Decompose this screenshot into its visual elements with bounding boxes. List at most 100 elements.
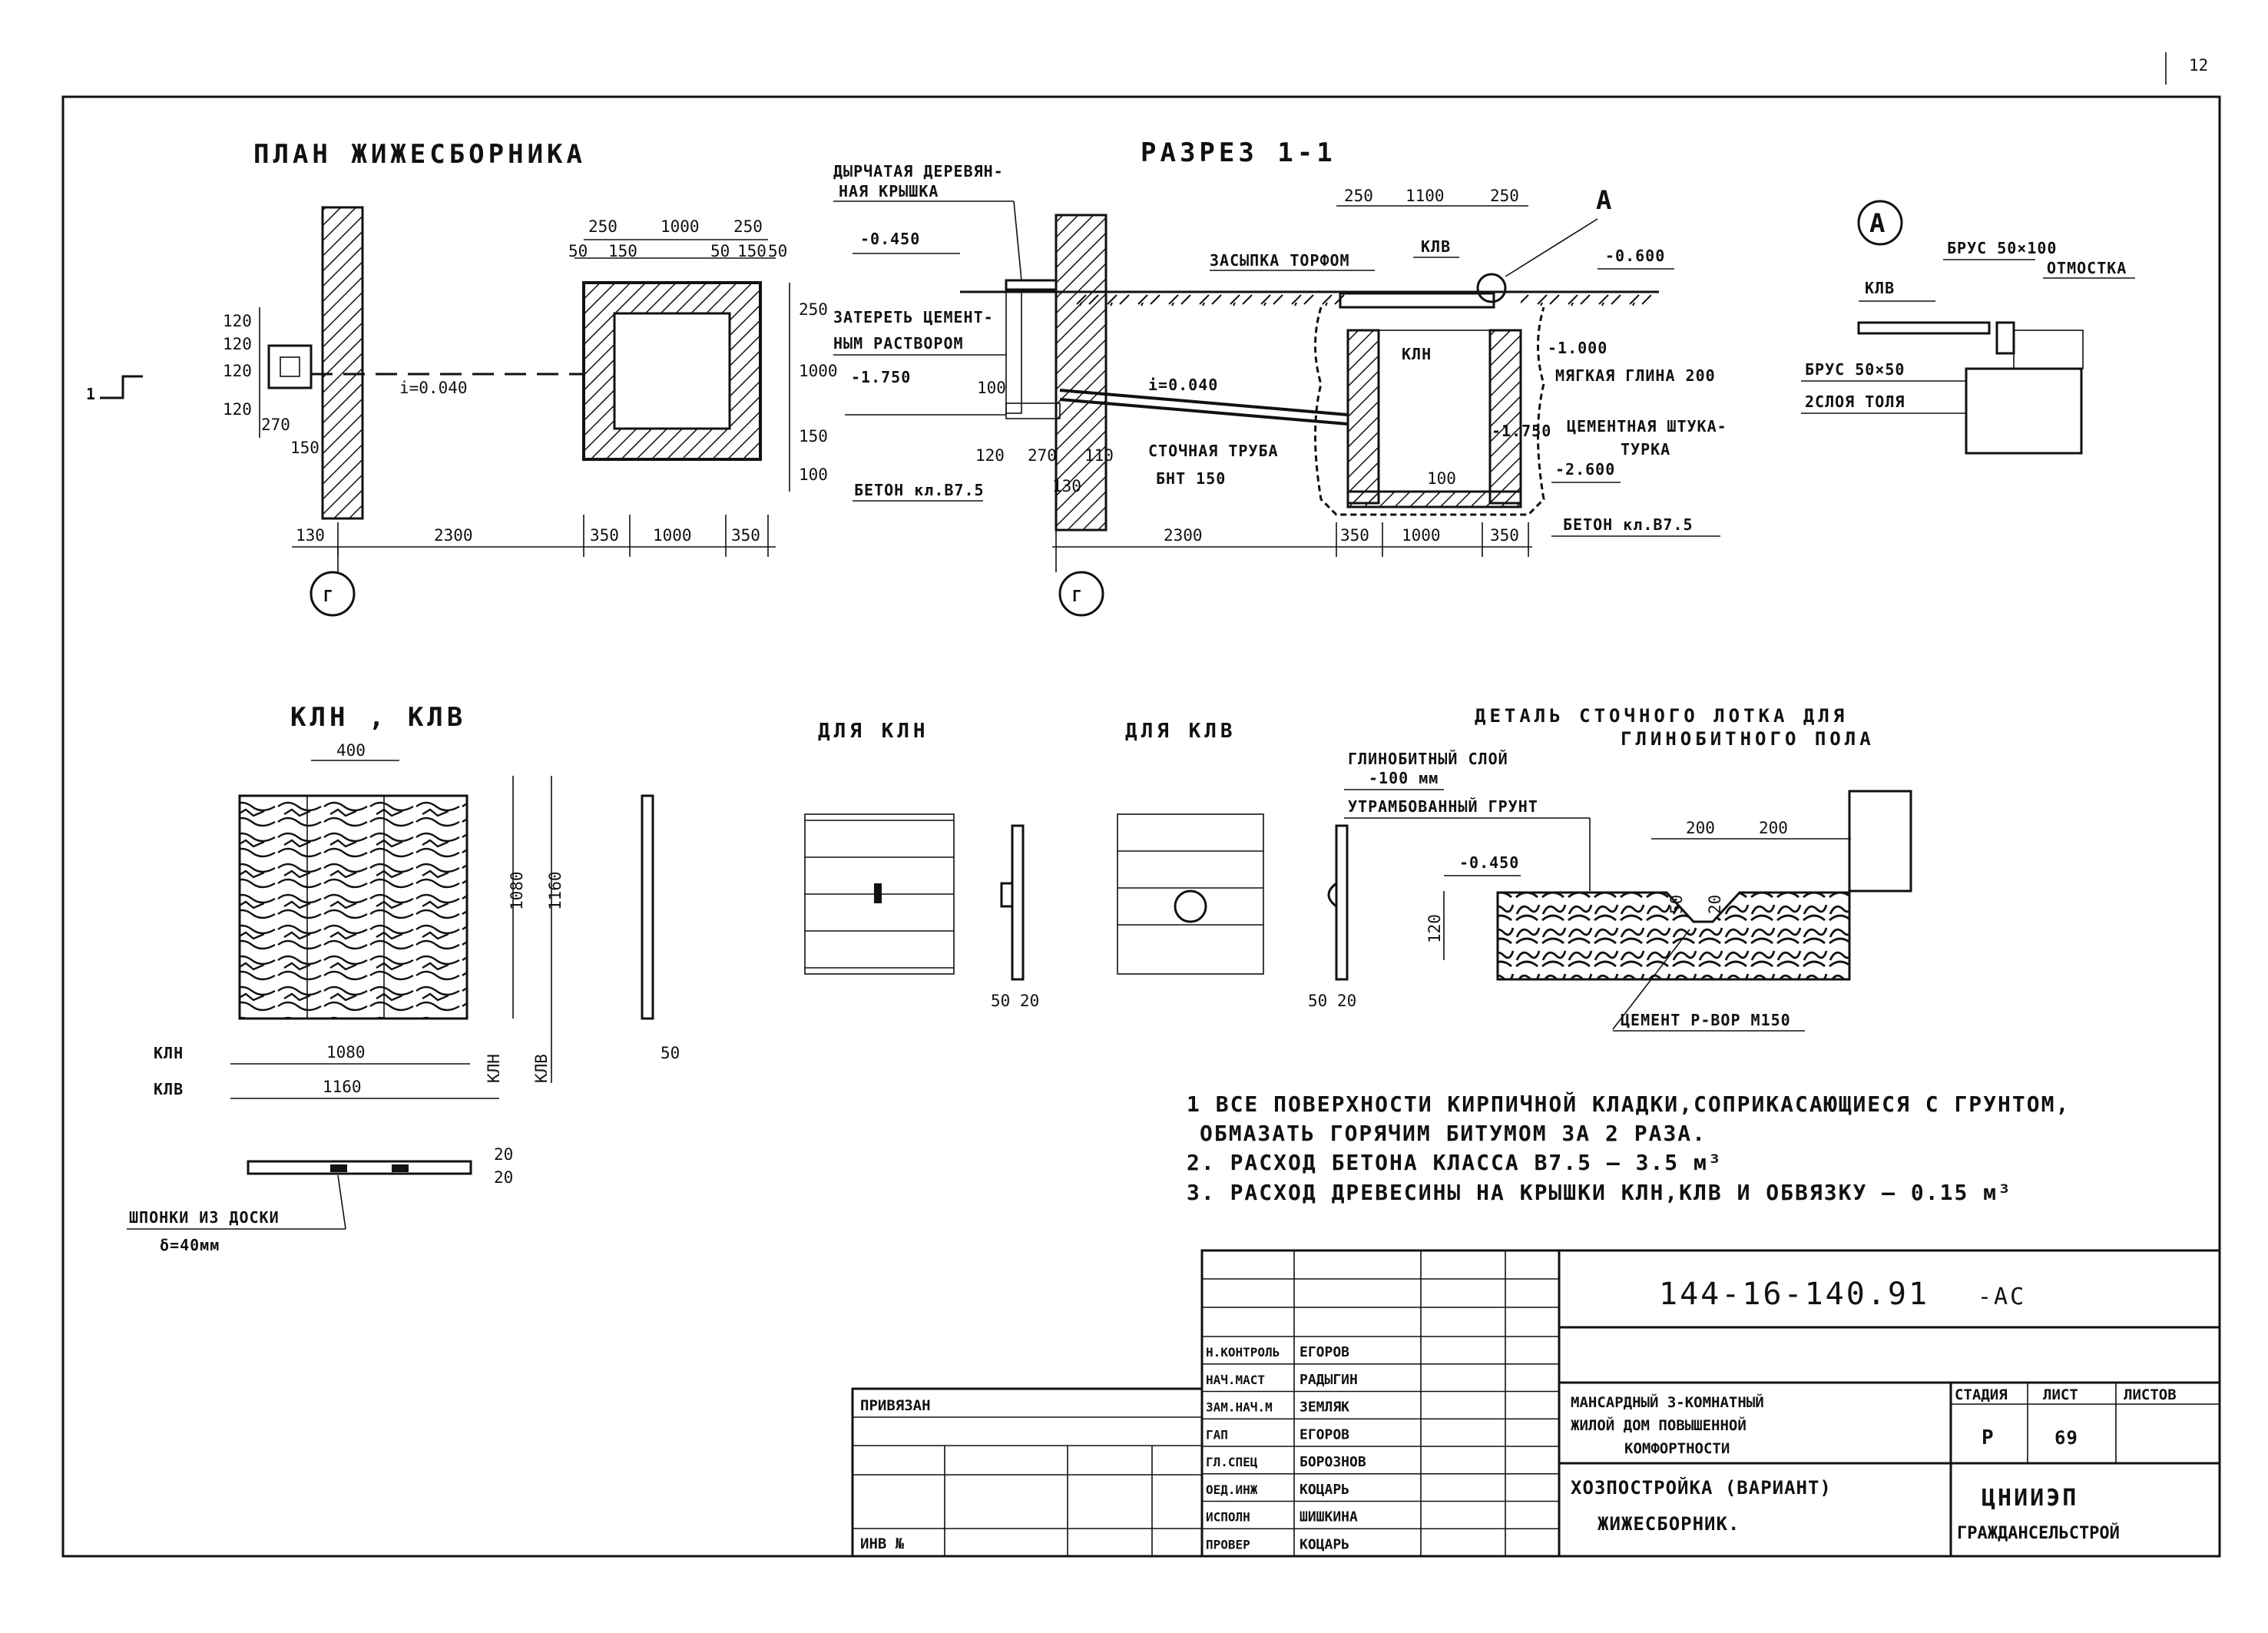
page-number: 12 (2189, 56, 2208, 75)
svg-text:1000: 1000 (653, 526, 692, 545)
svg-text:120: 120 (1425, 914, 1444, 943)
svg-text:ГРАЖДАНСЕЛЬСТРОЙ: ГРАЖДАНСЕЛЬСТРОЙ (1957, 1523, 2120, 1543)
plan-section-mark (100, 375, 143, 399)
svg-text:-0.450: -0.450 (1459, 853, 1519, 872)
svg-text:ЗАТЕРЕТЬ ЦЕМЕНТ-: ЗАТЕРЕТЬ ЦЕМЕНТ- (833, 308, 994, 326)
svg-text:-1.750: -1.750 (851, 368, 911, 386)
section-lid-klv (1339, 292, 1495, 309)
svg-text:2300: 2300 (434, 526, 473, 545)
svg-text:1100: 1100 (1405, 187, 1445, 205)
svg-text:КЛВ: КЛВ (532, 1054, 551, 1083)
svg-text:270: 270 (1028, 446, 1057, 465)
signature-name: ШИШКИНА (1300, 1509, 1358, 1525)
svg-text:120: 120 (223, 362, 252, 380)
note-1a: 1 ВСЕ ПОВЕРХНОСТИ КИРПИЧНОЙ КЛАДКИ,СОПРИ… (1187, 1091, 2070, 1117)
svg-text:150: 150 (799, 427, 828, 446)
svg-text:150: 150 (290, 439, 320, 457)
svg-text:ЦЕМЕНТНАЯ ШТУКА-: ЦЕМЕНТНАЯ ШТУКА- (1567, 417, 1727, 436)
svg-text:Г: Г (1072, 587, 1082, 605)
svg-text:350: 350 (590, 526, 619, 545)
klv-section (1335, 824, 1349, 981)
plan-tank-inner (613, 312, 731, 430)
signature-name: БОРОЗНОВ (1300, 1454, 1366, 1470)
svg-text:Г: Г (323, 587, 333, 605)
signature-name: ЕГОРОВ (1300, 1344, 1349, 1360)
kln-section (1011, 824, 1025, 981)
detail-a-beam (1995, 321, 2015, 355)
svg-text:ПРИВЯЗАН: ПРИВЯЗАН (860, 1397, 931, 1414)
svg-text:КЛВ: КЛВ (1421, 237, 1451, 256)
plan-slope: i=0.040 (399, 379, 468, 397)
svg-text:1160: 1160 (323, 1078, 362, 1096)
detail-a-lid (1857, 321, 1991, 335)
svg-text:400: 400 (336, 741, 366, 760)
svg-text:УТРАМБОВАННЫЙ ГРУНТ: УТРАМБОВАННЫЙ ГРУНТ (1348, 797, 1538, 816)
doc-code: 144-16-140.91 (1659, 1277, 1929, 1312)
klv-ring-handle (1174, 889, 1207, 923)
svg-text:270: 270 (261, 416, 290, 434)
svg-text:БРУС 50×100: БРУС 50×100 (1947, 239, 2057, 257)
svg-text:ДЕТАЛЬ СТОЧНОГО ЛОТКА ДЛЯ: ДЕТАЛЬ СТОЧНОГО ЛОТКА ДЛЯ (1475, 705, 1848, 727)
svg-text:ДЛЯ КЛН: ДЛЯ КЛН (818, 720, 929, 743)
svg-text:50: 50 (768, 242, 787, 260)
svg-text:120: 120 (975, 446, 1005, 465)
svg-text:БНТ 150: БНТ 150 (1156, 469, 1226, 488)
svg-text:250: 250 (1490, 187, 1519, 205)
svg-text:-1.000: -1.000 (1548, 339, 1607, 357)
svg-text:-2.600: -2.600 (1555, 460, 1615, 479)
plan-view: ПЛАН ЖИЖЕСБОРНИКА i=0.040 1 250 1000 250… (86, 139, 838, 617)
svg-text:20: 20 (494, 1145, 513, 1164)
section-perforated-lid (1005, 279, 1058, 291)
svg-text:1000: 1000 (1402, 526, 1441, 545)
svg-text:1080: 1080 (326, 1043, 366, 1062)
svg-text:20: 20 (1706, 895, 1724, 914)
tray-clay-floor (1496, 891, 1851, 981)
detail-a-wall (1965, 367, 2083, 455)
signature-role: ИСПОЛН (1206, 1510, 1250, 1525)
svg-text:250: 250 (1344, 187, 1373, 205)
kln-detail: ДЛЯ КЛН 50 20 (804, 720, 1039, 1010)
svg-text:350: 350 (731, 526, 760, 545)
svg-text:ЛИСТ: ЛИСТ (2043, 1386, 2078, 1403)
svg-text:БРУС 50×50: БРУС 50×50 (1805, 360, 1905, 379)
svg-text:120: 120 (223, 400, 252, 419)
signature-role: НАЧ.МАСТ (1206, 1373, 1265, 1387)
svg-text:ДЫРЧАТАЯ ДЕРЕВЯН-: ДЫРЧАТАЯ ДЕРЕВЯН- (833, 162, 1004, 181)
section-title: РАЗРЕЗ 1-1 (1141, 137, 1336, 168)
svg-text:СТОЧНАЯ ТРУБА: СТОЧНАЯ ТРУБА (1148, 442, 1279, 460)
detail-a-apron (2013, 330, 2084, 369)
svg-text:120: 120 (223, 335, 252, 353)
signature-role: ПРОВЕР (1206, 1537, 1250, 1552)
plan-inlet-box (267, 344, 313, 389)
svg-text:350: 350 (1340, 526, 1369, 545)
signature-name: ЕГОРОВ (1300, 1426, 1349, 1443)
svg-text:ЖИЖЕСБОРНИК.: ЖИЖЕСБОРНИК. (1598, 1513, 1740, 1535)
svg-text:ШПОНКИ ИЗ ДОСКИ: ШПОНКИ ИЗ ДОСКИ (129, 1208, 280, 1227)
klv-plan (1117, 813, 1264, 975)
tray-detail: ДЕТАЛЬ СТОЧНОГО ЛОТКА ДЛЯ ГЛИНОБИТНОГО П… (1344, 705, 1912, 1032)
svg-text:200: 200 (1686, 819, 1715, 837)
section-axis-bubble (1058, 571, 1104, 617)
svg-text:МЯГКАЯ ГЛИНА 200: МЯГКАЯ ГЛИНА 200 (1555, 366, 1716, 385)
section-clay-layer (1314, 306, 1545, 516)
svg-text:100: 100 (799, 465, 828, 484)
svg-text:ИНВ №: ИНВ № (860, 1535, 905, 1552)
section-tank-left-wall (1346, 329, 1380, 505)
kln-plan (804, 813, 955, 975)
lid-side-view (247, 1160, 472, 1175)
svg-text:250: 250 (588, 217, 617, 236)
svg-text:А: А (1596, 185, 1615, 216)
svg-text:50 20: 50 20 (1308, 992, 1356, 1010)
signature-name: РАДЫГИН (1300, 1372, 1358, 1388)
signature-name: ЗЕМЛЯК (1300, 1399, 1349, 1416)
svg-text:1080: 1080 (508, 871, 526, 910)
signature-role: ГЛ.СПЕЦ (1206, 1455, 1258, 1469)
svg-text:ХОЗПОСТРОЙКА (ВАРИАНТ): ХОЗПОСТРОЙКА (ВАРИАНТ) (1571, 1476, 1832, 1499)
note-2: 2. РАСХОД БЕТОНА КЛАССА В7.5 — 3.5 м³ (1187, 1150, 1723, 1175)
svg-text:КЛВ: КЛВ (154, 1080, 184, 1098)
svg-text:i=0.040: i=0.040 (1148, 376, 1218, 394)
svg-text:250: 250 (799, 300, 828, 319)
note-3: 3. РАСХОД ДРЕВЕСИНЫ НА КРЫШКИ КЛН,КЛВ И … (1187, 1180, 2012, 1205)
svg-text:-0.600: -0.600 (1605, 247, 1665, 265)
